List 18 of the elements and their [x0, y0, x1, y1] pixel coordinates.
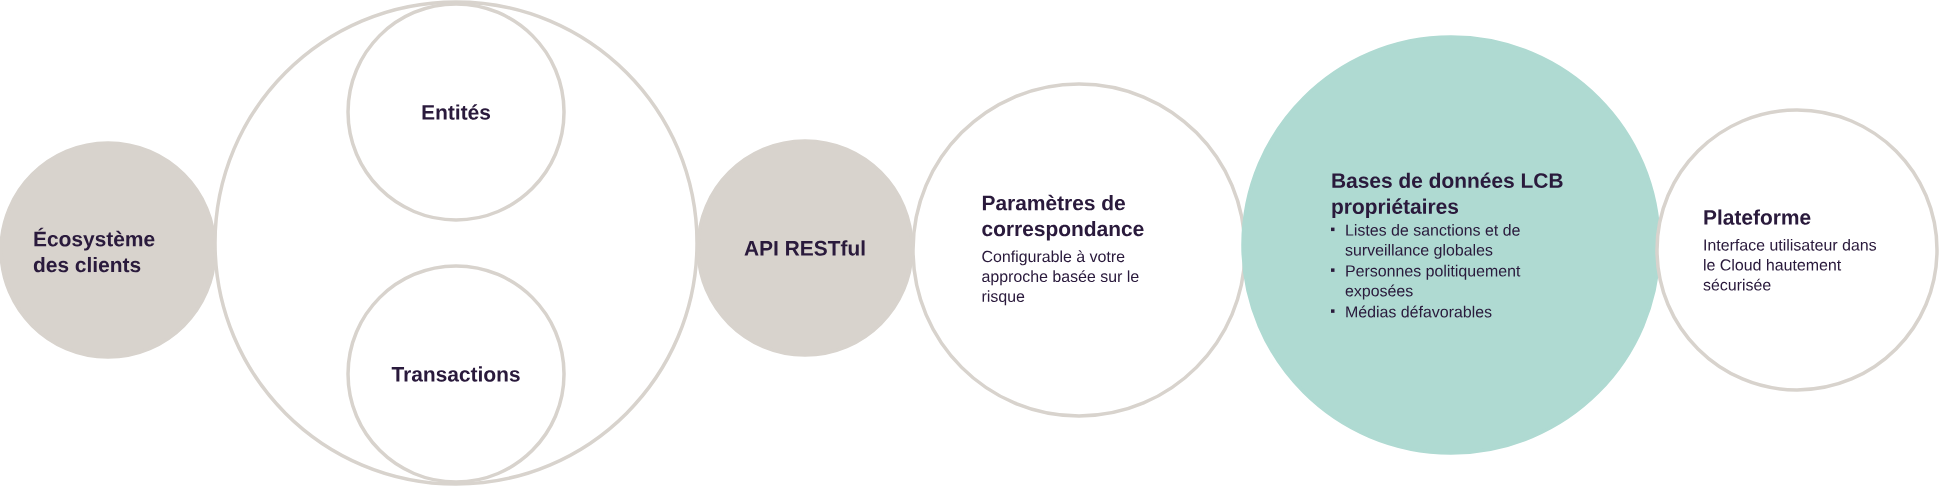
heading: API RESTful — [744, 240, 865, 256]
circle — [911, 82, 1247, 418]
heading: Bases de données LCB propriétaires — [1332, 172, 1563, 219]
description: Configurable à votre approche basée sur le risque — [982, 250, 1139, 306]
description: Interface utilisateur dans le Cloud hautement sécurisée — [1703, 239, 1877, 291]
heading: Paramètres de correspondance — [982, 194, 1144, 241]
circle — [1655, 108, 1939, 392]
list-item: Personnes politiquement exposées — [1345, 264, 1521, 300]
circle — [346, 264, 566, 484]
heading: Entités — [422, 104, 491, 120]
heading: Transactions — [391, 366, 520, 382]
circle — [696, 139, 914, 357]
heading: Plateforme — [1704, 209, 1811, 225]
list-item: Listes de sanctions et de surveillance globales — [1345, 224, 1520, 259]
list-item: Médias défavorables — [1346, 305, 1492, 318]
circle — [1241, 35, 1661, 455]
heading: Écosystème des clients — [33, 227, 155, 273]
circle — [346, 2, 566, 222]
